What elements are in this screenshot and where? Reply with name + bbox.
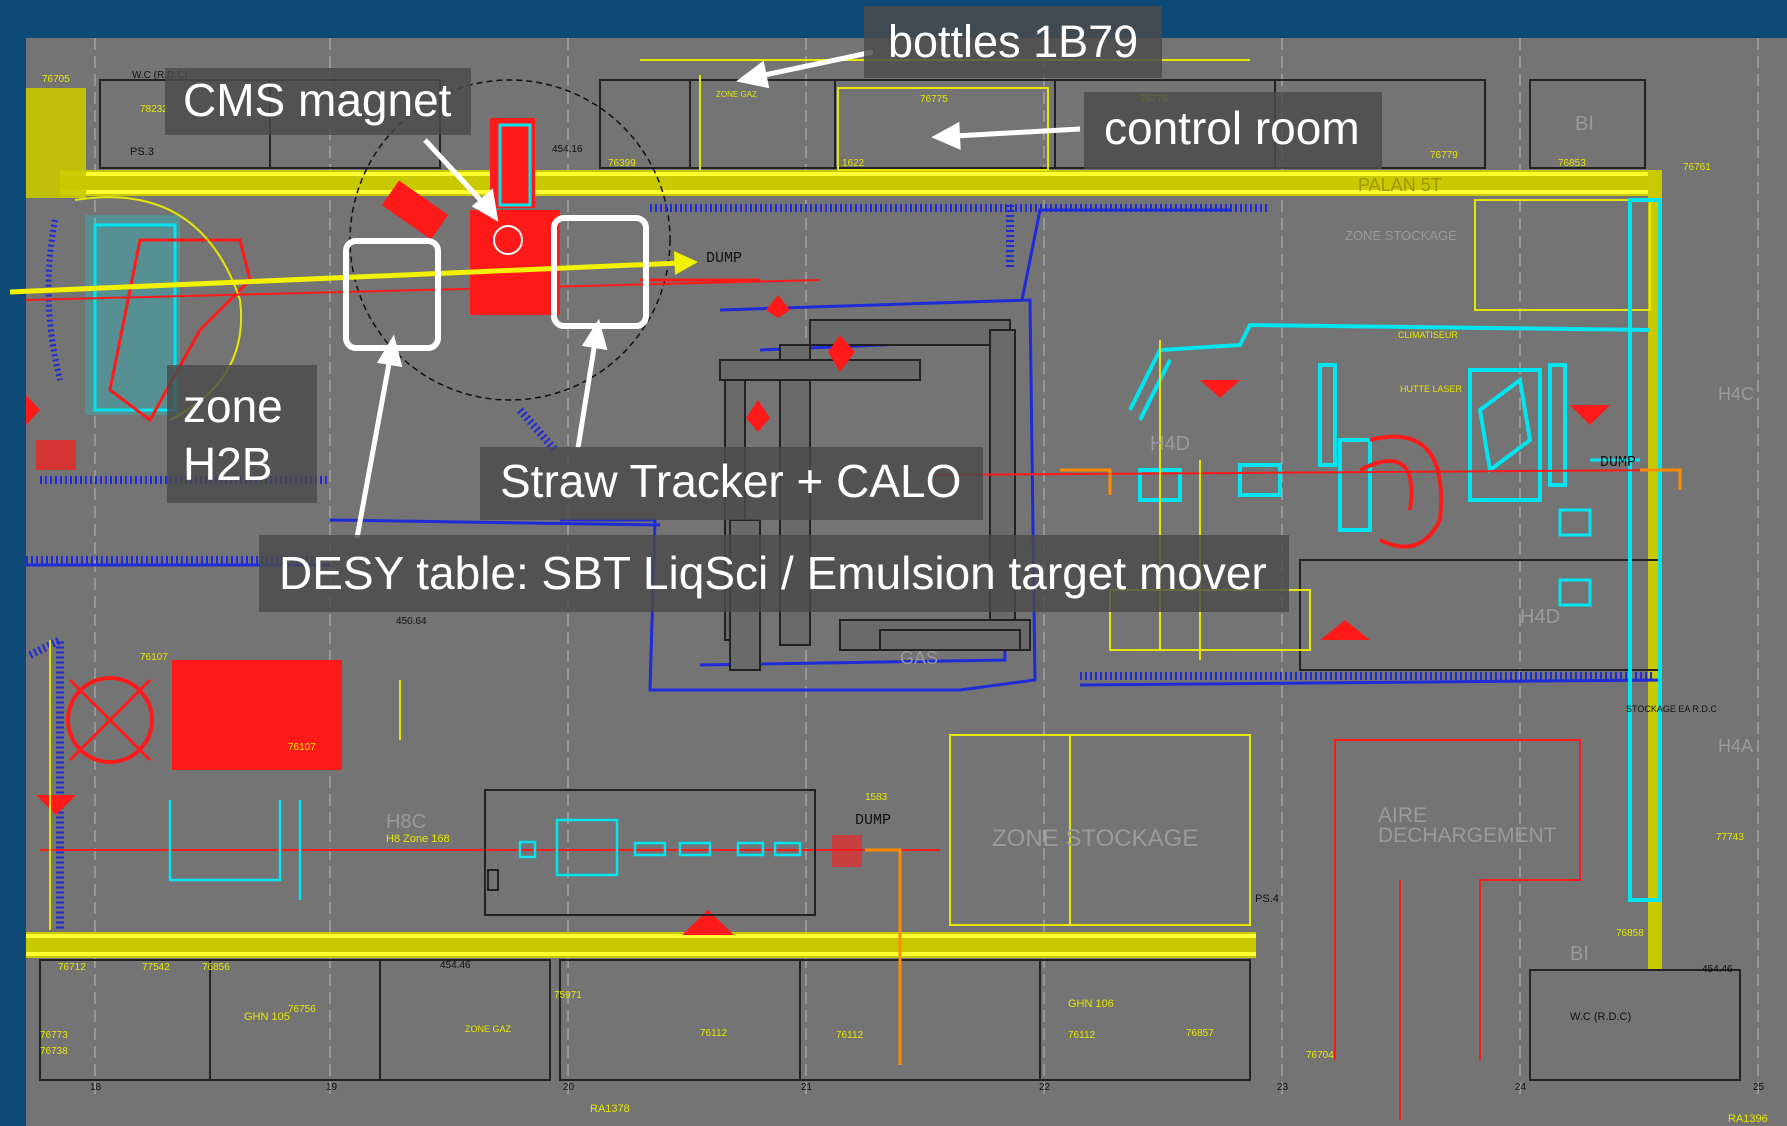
zone-h2b-line2: H2B bbox=[183, 437, 273, 490]
room-number: 76112 bbox=[700, 1028, 728, 1039]
h4d-label: H4D bbox=[1150, 433, 1190, 455]
red-outlines bbox=[1334, 739, 1581, 1120]
bottom-wall bbox=[26, 932, 1256, 958]
stockage-ea-label: STOCKAGE EA R.D.C bbox=[1626, 704, 1717, 714]
dump-label-2: DUMP bbox=[1600, 454, 1636, 471]
room-number: 1622 bbox=[842, 158, 865, 169]
bottles-callout: bottles 1B79 bbox=[864, 6, 1163, 78]
room-number: 75971 bbox=[554, 990, 582, 1001]
room-number: 454.16 bbox=[552, 144, 583, 155]
gas-label: GAS bbox=[900, 648, 938, 668]
bottom-rooms bbox=[39, 959, 1741, 1081]
zone-gaz-label: ZONE GAZ bbox=[716, 90, 757, 99]
h4-lower-detectors bbox=[1558, 458, 1640, 607]
zone-h2b-line1: zone bbox=[183, 380, 283, 432]
aire-label: AIRE bbox=[1378, 804, 1427, 827]
room-number: 454.46 bbox=[440, 960, 471, 971]
room-number: 76773 bbox=[40, 1030, 68, 1041]
column-number: 18 bbox=[90, 1082, 102, 1093]
h4c-label: H4C bbox=[1718, 384, 1754, 404]
control-room-callout: control room bbox=[1084, 92, 1382, 169]
zone-stockage-label: ZONE STOCKAGE bbox=[992, 825, 1198, 852]
room-number: 76856 bbox=[202, 962, 230, 973]
palan-label: PALAN 5T bbox=[1358, 175, 1442, 195]
room-number: 76112 bbox=[1068, 1030, 1096, 1041]
column-number: 19 bbox=[326, 1082, 338, 1093]
room-number: 454.46 bbox=[1702, 964, 1733, 975]
room-number: 76779 bbox=[1430, 150, 1458, 161]
ghn106-label: GHN 106 bbox=[1068, 998, 1114, 1010]
room-number: 76712 bbox=[58, 962, 86, 973]
zone-gaz-label-2: ZONE GAZ bbox=[465, 1024, 512, 1034]
ps4-label: PS.4 bbox=[1255, 893, 1279, 905]
ps3-label: PS.3 bbox=[130, 146, 154, 158]
bi-label: BI bbox=[1575, 113, 1594, 135]
warning-triangles bbox=[26, 295, 1610, 935]
wc-label: W.C (R.D.C) bbox=[132, 70, 188, 81]
room-number: 76853 bbox=[1558, 158, 1586, 169]
desy-table-callout: DESY table: SBT LiqSci / Emulsion target… bbox=[259, 535, 1289, 612]
h2-area-structures bbox=[36, 196, 252, 470]
room-number: 76775 bbox=[920, 94, 948, 105]
room-number: 76761 bbox=[1683, 162, 1711, 173]
zone-stockage-upper-label: ZONE STOCKAGE bbox=[1345, 228, 1457, 243]
h4a-label: H4A bbox=[1718, 736, 1753, 756]
plan-text: DUMP DUMP DUMP ZONE STOCKAGE AIRE DECHAR… bbox=[40, 70, 1768, 1125]
room-number: 77542 bbox=[142, 962, 170, 973]
room-number: 77743 bbox=[1716, 832, 1744, 843]
room-number: 76857 bbox=[1186, 1028, 1214, 1039]
column-number: 24 bbox=[1515, 1082, 1527, 1093]
room-number: 450.64 bbox=[396, 616, 427, 627]
column-number: 22 bbox=[1039, 1082, 1051, 1093]
room-number: 76738 bbox=[40, 1046, 68, 1057]
room-number: 76705 bbox=[42, 74, 70, 85]
bi-label-2: BI bbox=[1570, 943, 1589, 965]
dump-label-1: DUMP bbox=[706, 250, 742, 267]
room-number: 76399 bbox=[608, 158, 636, 169]
beamlines bbox=[25, 278, 1681, 851]
h8-zone-label: H8 Zone 168 bbox=[386, 833, 450, 845]
h8-cyan-equipment bbox=[168, 800, 802, 900]
room-number: 76858 bbox=[1616, 928, 1644, 939]
cms-magnet-callout: CMS magnet bbox=[165, 68, 472, 135]
straw-tracker-callout: Straw Tracker + CALO bbox=[480, 447, 984, 520]
room-number: 76756 bbox=[288, 1004, 316, 1015]
room-number: 76704 bbox=[1306, 1050, 1334, 1061]
room-number: 78232 bbox=[140, 104, 168, 115]
ra1396-label: RA1396 bbox=[1728, 1113, 1768, 1125]
orange-pipe bbox=[865, 468, 1682, 1065]
column-number: 23 bbox=[1277, 1082, 1289, 1093]
column-number: 20 bbox=[563, 1082, 575, 1093]
h4d-label-b: H4D bbox=[1520, 606, 1560, 628]
h8-magnet-block bbox=[66, 660, 342, 770]
laser-hut bbox=[1359, 434, 1444, 549]
dechargement-label: DECHARGEMENT bbox=[1378, 824, 1557, 847]
room-number: 76107 bbox=[140, 652, 168, 663]
dump-red-hatch bbox=[832, 835, 862, 867]
ghn105-label: GHN 105 bbox=[244, 1011, 290, 1023]
pointer-arrows bbox=[354, 49, 1081, 539]
room-number: 76112 bbox=[836, 1030, 864, 1041]
hutte-laser-label: HUTTE LASER bbox=[1400, 384, 1463, 394]
h8c-label: H8C bbox=[386, 811, 426, 833]
room-number: 76107 bbox=[288, 742, 316, 753]
dump-label-3: DUMP bbox=[855, 812, 891, 829]
h8-zone-equipment bbox=[484, 789, 816, 916]
climatiseur-label: CLIMATISEUR bbox=[1398, 330, 1458, 340]
column-number: 25 bbox=[1753, 1082, 1765, 1093]
room-number: 1583 bbox=[865, 792, 888, 803]
zone-h2b-callout: zone H2B bbox=[167, 365, 317, 503]
column-number: 21 bbox=[801, 1082, 813, 1093]
wc-label-2: W.C (R.D.C) bbox=[1570, 1011, 1631, 1023]
ra1378-label: RA1378 bbox=[590, 1103, 630, 1115]
